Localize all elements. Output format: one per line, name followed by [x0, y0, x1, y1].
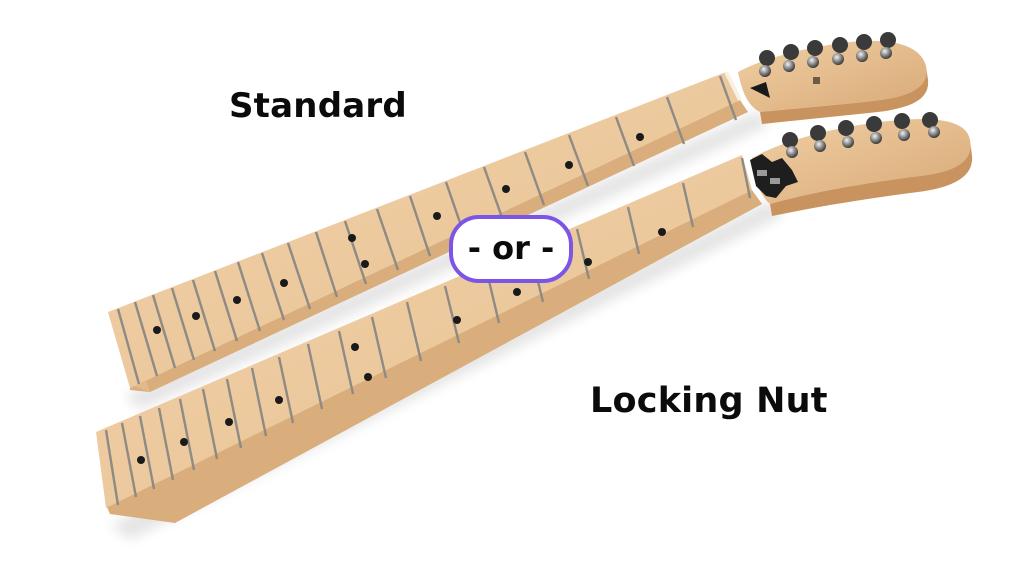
locking-nut-clamp-icon — [750, 154, 798, 198]
locking-nut-fret-markers — [137, 228, 666, 464]
standard-nut — [724, 71, 742, 101]
tuners-standard — [759, 32, 896, 77]
standard-fretboard — [108, 72, 740, 388]
locking-nut-headstock — [750, 112, 973, 216]
locking-nut-frets — [104, 157, 752, 506]
standard-label: Standard — [229, 86, 407, 126]
standard-headstock — [738, 32, 929, 124]
locking-nut-neck — [96, 112, 973, 540]
or-separator-badge: - or - — [449, 215, 573, 283]
standard-neck — [108, 32, 929, 410]
standard-frets — [116, 75, 738, 385]
tuners-locking — [782, 112, 940, 158]
string-tree-icon — [813, 77, 820, 84]
or-separator-text: - or - — [467, 229, 555, 267]
locking-nut-fretboard — [96, 155, 752, 508]
standard-fret-markers — [153, 133, 644, 334]
truss-rod-access-icon — [750, 82, 770, 98]
locking-nut-label: Locking Nut — [590, 381, 828, 421]
